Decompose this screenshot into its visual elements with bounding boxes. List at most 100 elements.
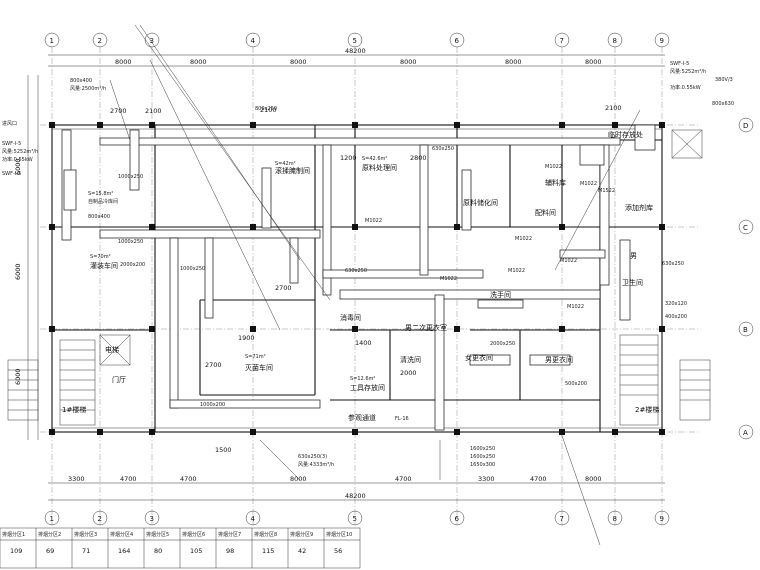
svg-text:1600x250: 1600x250 xyxy=(470,446,495,452)
axis-bubble-top-9: 9 xyxy=(654,32,670,48)
room-area-yuanliao: S=42.6m² xyxy=(362,156,387,162)
total-width-label: 48200 xyxy=(345,47,366,55)
top-axis-bubbles: 1 2 3 4 5 6 7 8 9 xyxy=(44,32,670,48)
stair-2 xyxy=(619,334,659,426)
svg-text:3: 3 xyxy=(150,37,154,45)
svg-text:1: 1 xyxy=(50,37,54,45)
left-exterior-stair xyxy=(7,359,39,421)
svg-text:630x250: 630x250 xyxy=(432,146,454,152)
svg-text:9: 9 xyxy=(660,515,664,523)
svg-text:M1022: M1022 xyxy=(515,236,532,242)
svg-text:380V/3: 380V/3 xyxy=(715,77,733,83)
svg-text:2700: 2700 xyxy=(205,361,222,369)
svg-text:4: 4 xyxy=(251,37,256,45)
svg-text:M1022: M1022 xyxy=(440,276,457,282)
svg-text:M1522: M1522 xyxy=(598,188,615,194)
svg-text:630x250(3): 630x250(3) xyxy=(298,454,327,460)
svg-text:6: 6 xyxy=(455,37,460,45)
axis-bubble-bottom-3: 3 xyxy=(144,510,160,526)
axis-bubble-top-8: 8 xyxy=(607,32,623,48)
dim-top-4: 8000 xyxy=(400,58,417,66)
axis-bubble-bottom-4: 4 xyxy=(245,510,261,526)
equipment-notes: SWF-I-5 风量:5252m³/h 功率:0.55kW SWF-I-5 风量… xyxy=(2,61,734,468)
svg-text:2700: 2700 xyxy=(275,284,292,292)
elevator xyxy=(99,334,131,366)
svg-text:1400: 1400 xyxy=(355,339,372,347)
room-wc: 男 xyxy=(630,252,637,260)
svg-text:M1022: M1022 xyxy=(365,218,382,224)
dim-top-1: 8000 xyxy=(115,58,132,66)
axis-bubble-top-7: 7 xyxy=(554,32,570,48)
svg-text:8000: 8000 xyxy=(585,475,602,483)
svg-text:排烟分区7: 排烟分区7 xyxy=(218,531,241,538)
room-area-gongju: S=12.6m² xyxy=(350,376,375,382)
room-coolroom: 自制品冷库间 xyxy=(88,198,118,205)
axis-bubble-D: D xyxy=(738,117,754,133)
svg-text:48200: 48200 xyxy=(345,492,366,500)
axis-bubble-A: A xyxy=(738,424,754,440)
axis-bubble-bottom-1: 1 xyxy=(44,510,60,526)
svg-text:800x250: 800x250 xyxy=(255,106,277,112)
svg-text:9: 9 xyxy=(660,37,664,45)
elevation-marks: 2700 2700 2800 2700 2100 2100 2100 1200 … xyxy=(110,104,622,454)
room-erci: 男二次更衣室 xyxy=(405,323,447,332)
room-linshi: 临时存放处 xyxy=(608,130,643,139)
smoke-zone-table: 排烟分区1 排烟分区2 排烟分区3 排烟分区4 排烟分区5 排烟分区6 排烟分区… xyxy=(0,527,361,569)
svg-text:800x630: 800x630 xyxy=(712,101,734,107)
duct-size-labels: 1000x250 1000x250 1000x250 630x250 800x4… xyxy=(88,146,687,452)
svg-text:5: 5 xyxy=(353,37,357,45)
svg-text:排烟分区2: 排烟分区2 xyxy=(38,531,61,538)
grid-lines xyxy=(40,47,700,525)
room-stair2: 2#楼梯 xyxy=(635,405,659,414)
svg-text:500x200: 500x200 xyxy=(565,381,587,387)
room-area-kunbang: S=42m² xyxy=(275,161,296,167)
room-xishou: 洗手间 xyxy=(490,290,511,299)
dim-top-6: 8000 xyxy=(585,58,602,66)
svg-text:320x120: 320x120 xyxy=(665,301,687,307)
room-gongju: 工具存放间 xyxy=(350,383,385,392)
svg-text:FL-16: FL-16 xyxy=(395,416,409,422)
svg-text:630x250: 630x250 xyxy=(662,261,684,267)
svg-text:3: 3 xyxy=(150,515,154,523)
room-area-guanzhuang: S=70m² xyxy=(90,254,111,260)
svg-text:69: 69 xyxy=(46,547,54,555)
axis-bubble-bottom-9: 9 xyxy=(654,510,670,526)
svg-text:1500: 1500 xyxy=(215,446,232,454)
svg-text:4700: 4700 xyxy=(120,475,137,483)
top-dimension-chain: 48200 8000 8000 8000 8000 8000 8000 xyxy=(48,47,665,67)
svg-text:排烟分区3: 排烟分区3 xyxy=(74,531,97,538)
svg-text:C: C xyxy=(743,224,748,232)
svg-text:98: 98 xyxy=(226,547,234,555)
svg-text:3300: 3300 xyxy=(68,475,85,483)
svg-text:1650x300: 1650x300 xyxy=(470,462,495,468)
axis-bubble-top-6: 6 xyxy=(449,32,465,48)
dim-top-2: 8000 xyxy=(190,58,207,66)
svg-text:8: 8 xyxy=(613,515,617,523)
dim-top-5: 8000 xyxy=(505,58,522,66)
svg-text:1000x200: 1000x200 xyxy=(200,402,225,408)
axis-bubble-bottom-8: 8 xyxy=(607,510,623,526)
room-peiliao: 配料间 xyxy=(535,208,556,217)
svg-text:功率:0.55kW: 功率:0.55kW xyxy=(2,156,33,163)
svg-text:115: 115 xyxy=(262,547,274,555)
svg-text:排烟分区8: 排烟分区8 xyxy=(254,531,277,538)
room-fuliao: 辅料库 xyxy=(545,178,566,187)
svg-text:8: 8 xyxy=(613,37,617,45)
svg-text:4700: 4700 xyxy=(395,475,412,483)
svg-text:1000x250: 1000x250 xyxy=(180,266,205,272)
svg-text:A: A xyxy=(743,429,748,437)
svg-text:SWF-I-5: SWF-I-5 xyxy=(670,61,689,67)
svg-text:6000: 6000 xyxy=(14,158,22,175)
svg-text:4700: 4700 xyxy=(530,475,547,483)
svg-text:M1022: M1022 xyxy=(580,181,597,187)
svg-text:B: B xyxy=(743,326,748,334)
svg-text:105: 105 xyxy=(190,547,202,555)
svg-text:M1022: M1022 xyxy=(545,164,562,170)
svg-text:2000x200: 2000x200 xyxy=(120,262,145,268)
svg-text:风量:4333m³/h: 风量:4333m³/h xyxy=(298,461,334,468)
axis-bubble-top-4: 4 xyxy=(245,32,261,48)
axis-bubble-bottom-2: 2 xyxy=(92,510,108,526)
svg-text:SWF-I-5: SWF-I-5 xyxy=(2,141,21,147)
svg-text:6000: 6000 xyxy=(14,263,22,280)
room-xiaodu: 消毒间 xyxy=(340,313,361,322)
